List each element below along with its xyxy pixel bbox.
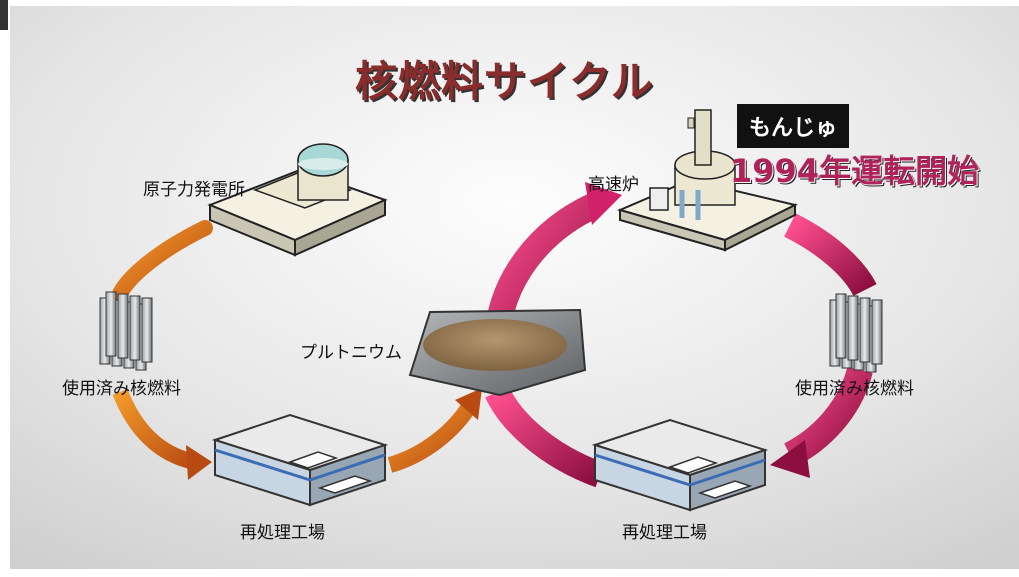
label-spent-fuel-left: 使用済み核燃料 xyxy=(62,379,181,399)
arrowhead-to-fastreactor xyxy=(585,182,622,225)
label-reprocessing-right: 再処理工場 xyxy=(622,523,707,543)
diagram-title: 核燃料サイクル xyxy=(355,57,654,106)
reprocessing-plant-icon-right xyxy=(591,418,769,512)
arc-fastreactor-to-fuel xyxy=(784,213,877,297)
nuclear-plant-icon xyxy=(207,143,388,257)
corner-marker xyxy=(0,0,8,30)
fast-reactor-icon xyxy=(617,109,798,252)
arrowhead-to-plutonium xyxy=(455,388,482,420)
label-fast-reactor: 高速炉 xyxy=(588,175,639,195)
arc-fuel-to-reprocessing xyxy=(112,388,197,470)
arrowhead-to-reprocessing-right xyxy=(770,440,810,478)
label-spent-fuel-right: 使用済み核燃料 xyxy=(795,379,914,399)
label-plutonium: プルトニウム xyxy=(300,343,402,363)
monju-start-year: 1994年運転開始 xyxy=(730,152,980,190)
arc-reprocessing-to-plutonium-right xyxy=(485,386,605,488)
monju-name-badge: もんじゅ xyxy=(737,104,850,148)
spent-fuel-icon-left xyxy=(99,291,153,371)
top-border xyxy=(0,0,1019,6)
plutonium-tray-icon xyxy=(408,308,587,397)
arc-reprocessing-to-plutonium xyxy=(387,400,477,473)
spent-fuel-icon-right xyxy=(829,293,883,373)
label-reprocessing-left: 再処理工場 xyxy=(240,523,325,543)
reprocessing-plant-icon-left xyxy=(211,413,389,507)
label-nuclear-plant: 原子力発電所 xyxy=(143,180,245,200)
arrowhead-to-reprocessing-left xyxy=(186,445,212,480)
